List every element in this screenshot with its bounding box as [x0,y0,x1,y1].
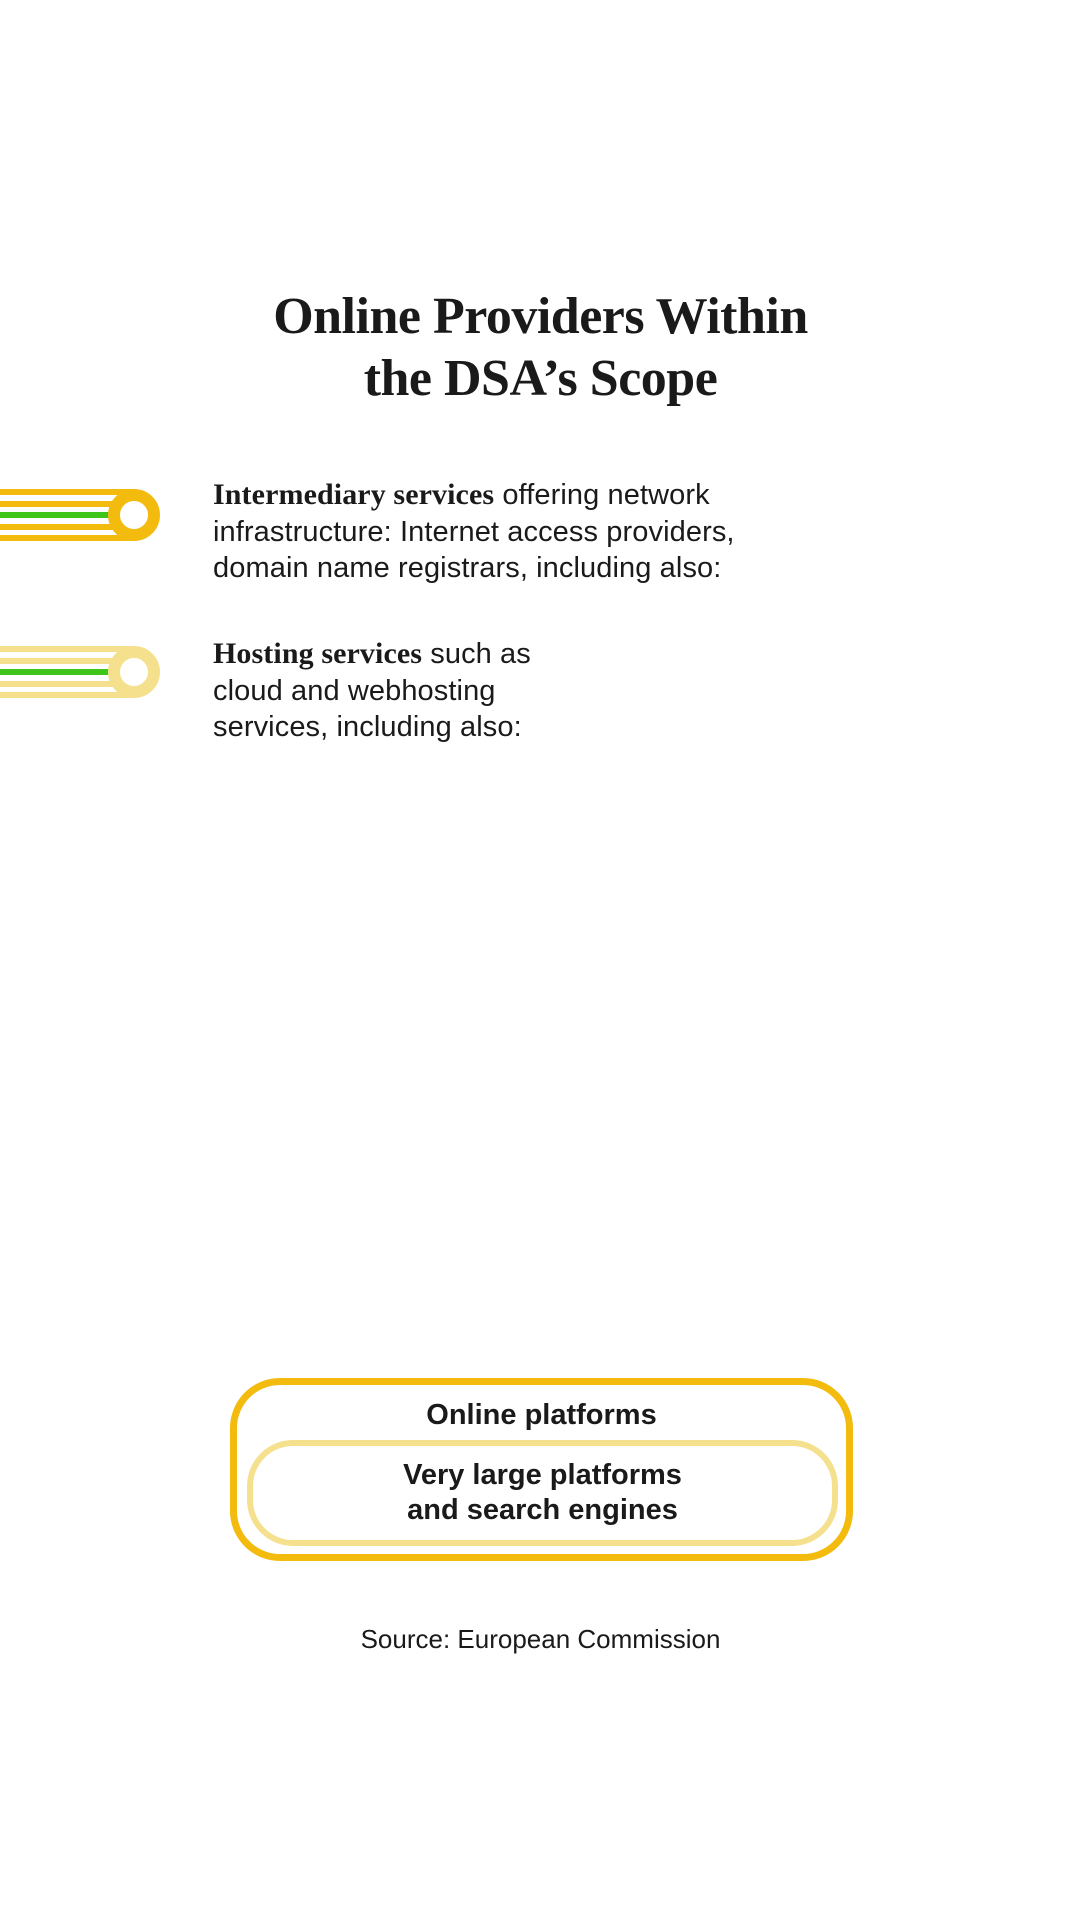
item-text-line: services, including also: [213,711,522,743]
ring-icon [108,489,160,541]
icon-line-green [0,669,134,675]
page-title-line-2: the DSA’s Scope [363,350,718,407]
online-platforms-box: Online platforms Very large platforms an… [230,1378,853,1561]
icon-line [0,680,134,687]
intermediary-services-text: Intermediary services offering network i… [213,477,735,587]
item-text-line: Hosting services such as [213,636,531,673]
item-text-line: infrastructure: Internet access provider… [213,515,735,548]
icon-line [0,523,134,530]
hosting-services-text: Hosting services such as cloud and webho… [213,636,531,746]
source-caption: Source: European Commission [360,1624,721,1654]
page-title-line-1: Online Providers Within [273,288,808,345]
item-text-line: cloud and webhosting [213,674,496,707]
page-title: Online Providers Within the DSA’s Scope [0,286,1081,410]
item-text-line: domain name registrars, including also: [213,552,722,584]
very-large-platforms-label-line-2: and search engines [407,1494,678,1526]
icon-line [0,489,134,495]
ring-icon [108,646,160,698]
very-large-platforms-label-line-1: Very large platforms [403,1459,682,1491]
hosting-services-lines-ring-icon [0,646,160,698]
item-rest-text: offering network [494,479,710,511]
very-large-platforms-box: Very large platforms and search engines [247,1440,838,1546]
item-rest-text: such as [422,638,531,670]
item-text-line: Intermediary services offering network [213,477,735,514]
icon-line [0,646,134,652]
item-lead-text: Intermediary services [213,478,495,511]
online-platforms-label: Online platforms [426,1399,657,1431]
icon-line [0,500,134,507]
icon-line [0,657,134,664]
icon-line [0,535,134,541]
item-lead-text: Hosting services [213,637,423,670]
intermediary-services-lines-ring-icon [0,489,160,541]
icon-line-green [0,512,134,518]
icon-line [0,692,134,698]
